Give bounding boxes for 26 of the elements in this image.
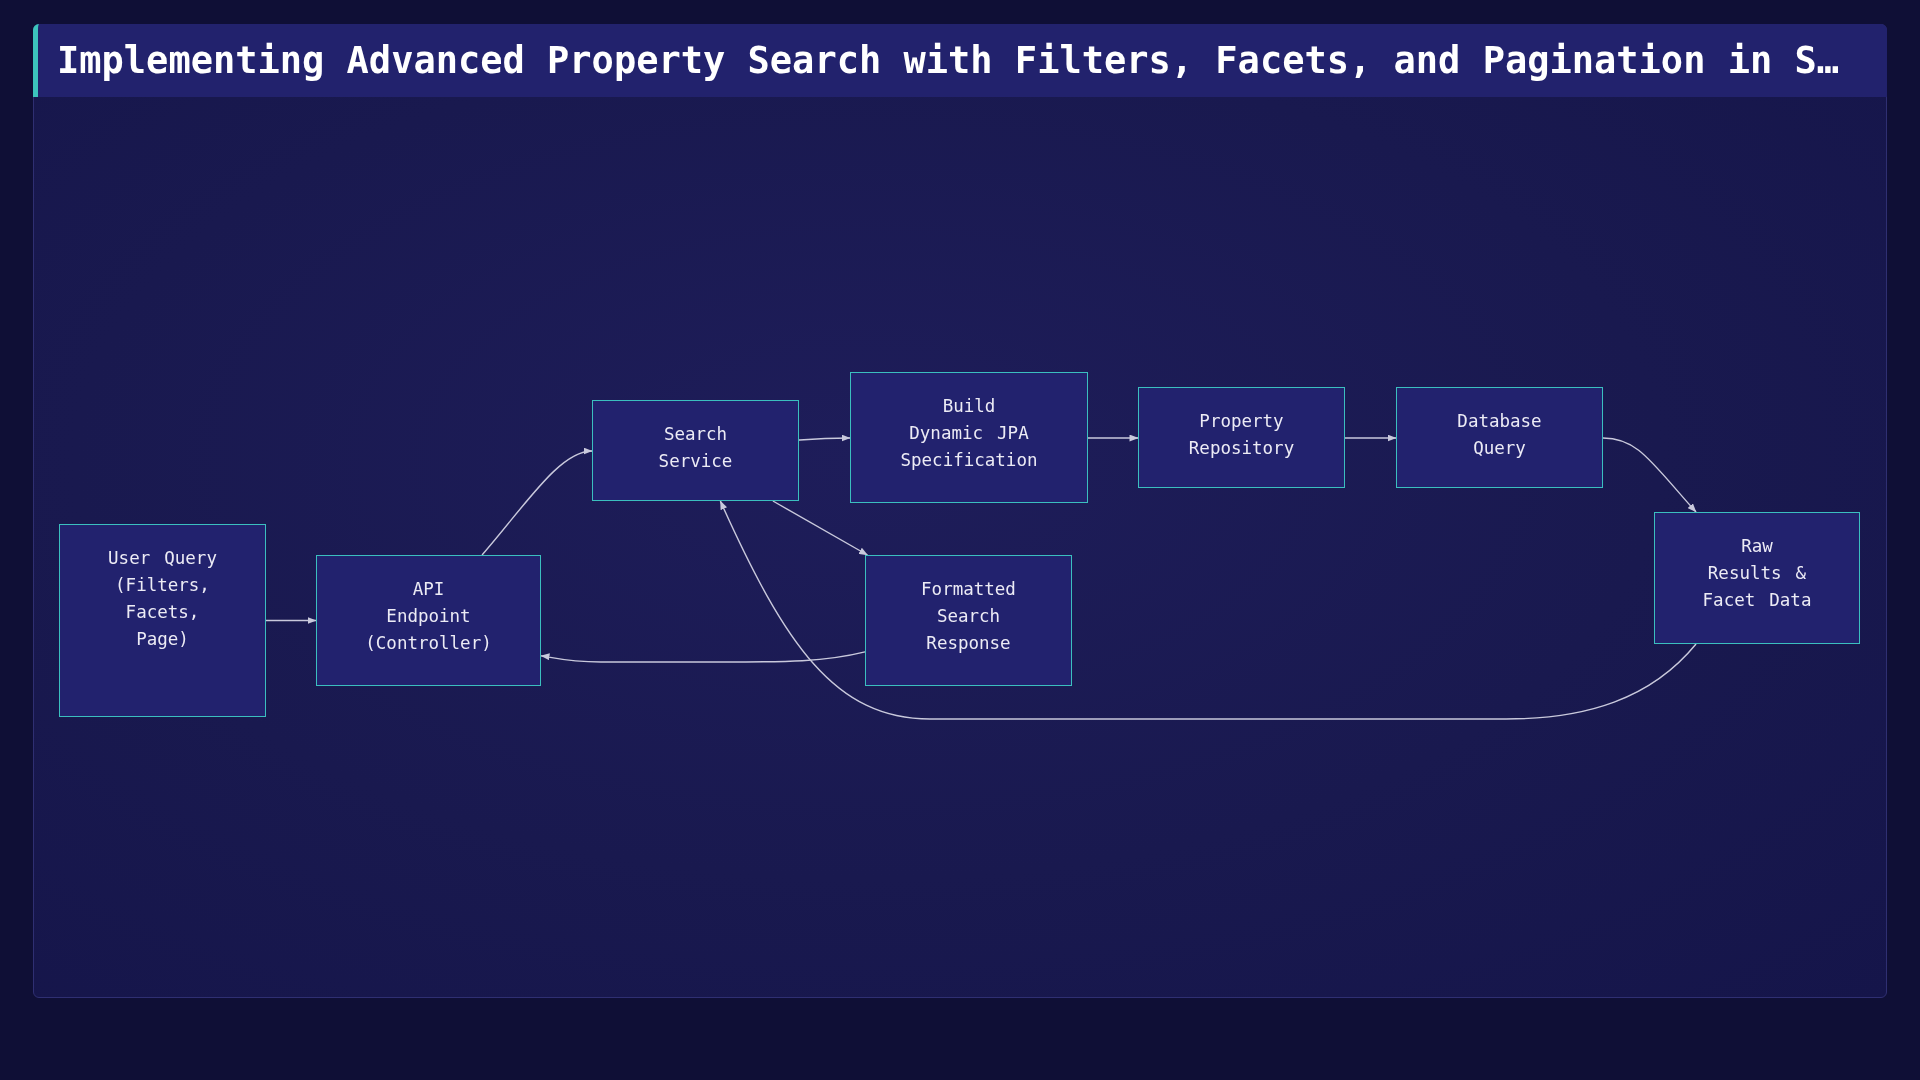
process-box xyxy=(59,524,266,717)
arrow xyxy=(1087,434,1139,442)
arrow xyxy=(719,500,1697,720)
process-box xyxy=(316,555,541,686)
process-box xyxy=(865,555,1072,686)
node-label: User Query (Filters, Facets, Page) xyxy=(107,547,218,651)
arrow xyxy=(772,500,869,556)
process-box xyxy=(850,372,1088,503)
process-box xyxy=(1654,512,1860,644)
node-label: Raw Results & Facet Data xyxy=(1701,535,1813,612)
arrow xyxy=(481,448,593,556)
node-label: Formatted Search Response xyxy=(920,578,1017,655)
diagram-title: Implementing Advanced Property Search with Filters, Facets, and Pagination in S… xyxy=(57,39,1840,83)
process-box xyxy=(592,400,799,501)
arrow xyxy=(265,617,317,624)
node-label: Database Query xyxy=(1456,410,1543,460)
process-box xyxy=(1138,387,1345,488)
node-label: Search Service xyxy=(657,423,734,473)
node-label: Property Repository xyxy=(1187,410,1296,460)
node-label: API Endpoint (Controller) xyxy=(364,578,493,655)
arrow xyxy=(1602,437,1697,513)
node-label: Build Dynamic JPA Specification xyxy=(899,395,1039,472)
process-box xyxy=(1396,387,1603,488)
arrow xyxy=(798,434,851,442)
arrow xyxy=(540,651,866,663)
arrow xyxy=(1344,434,1397,442)
